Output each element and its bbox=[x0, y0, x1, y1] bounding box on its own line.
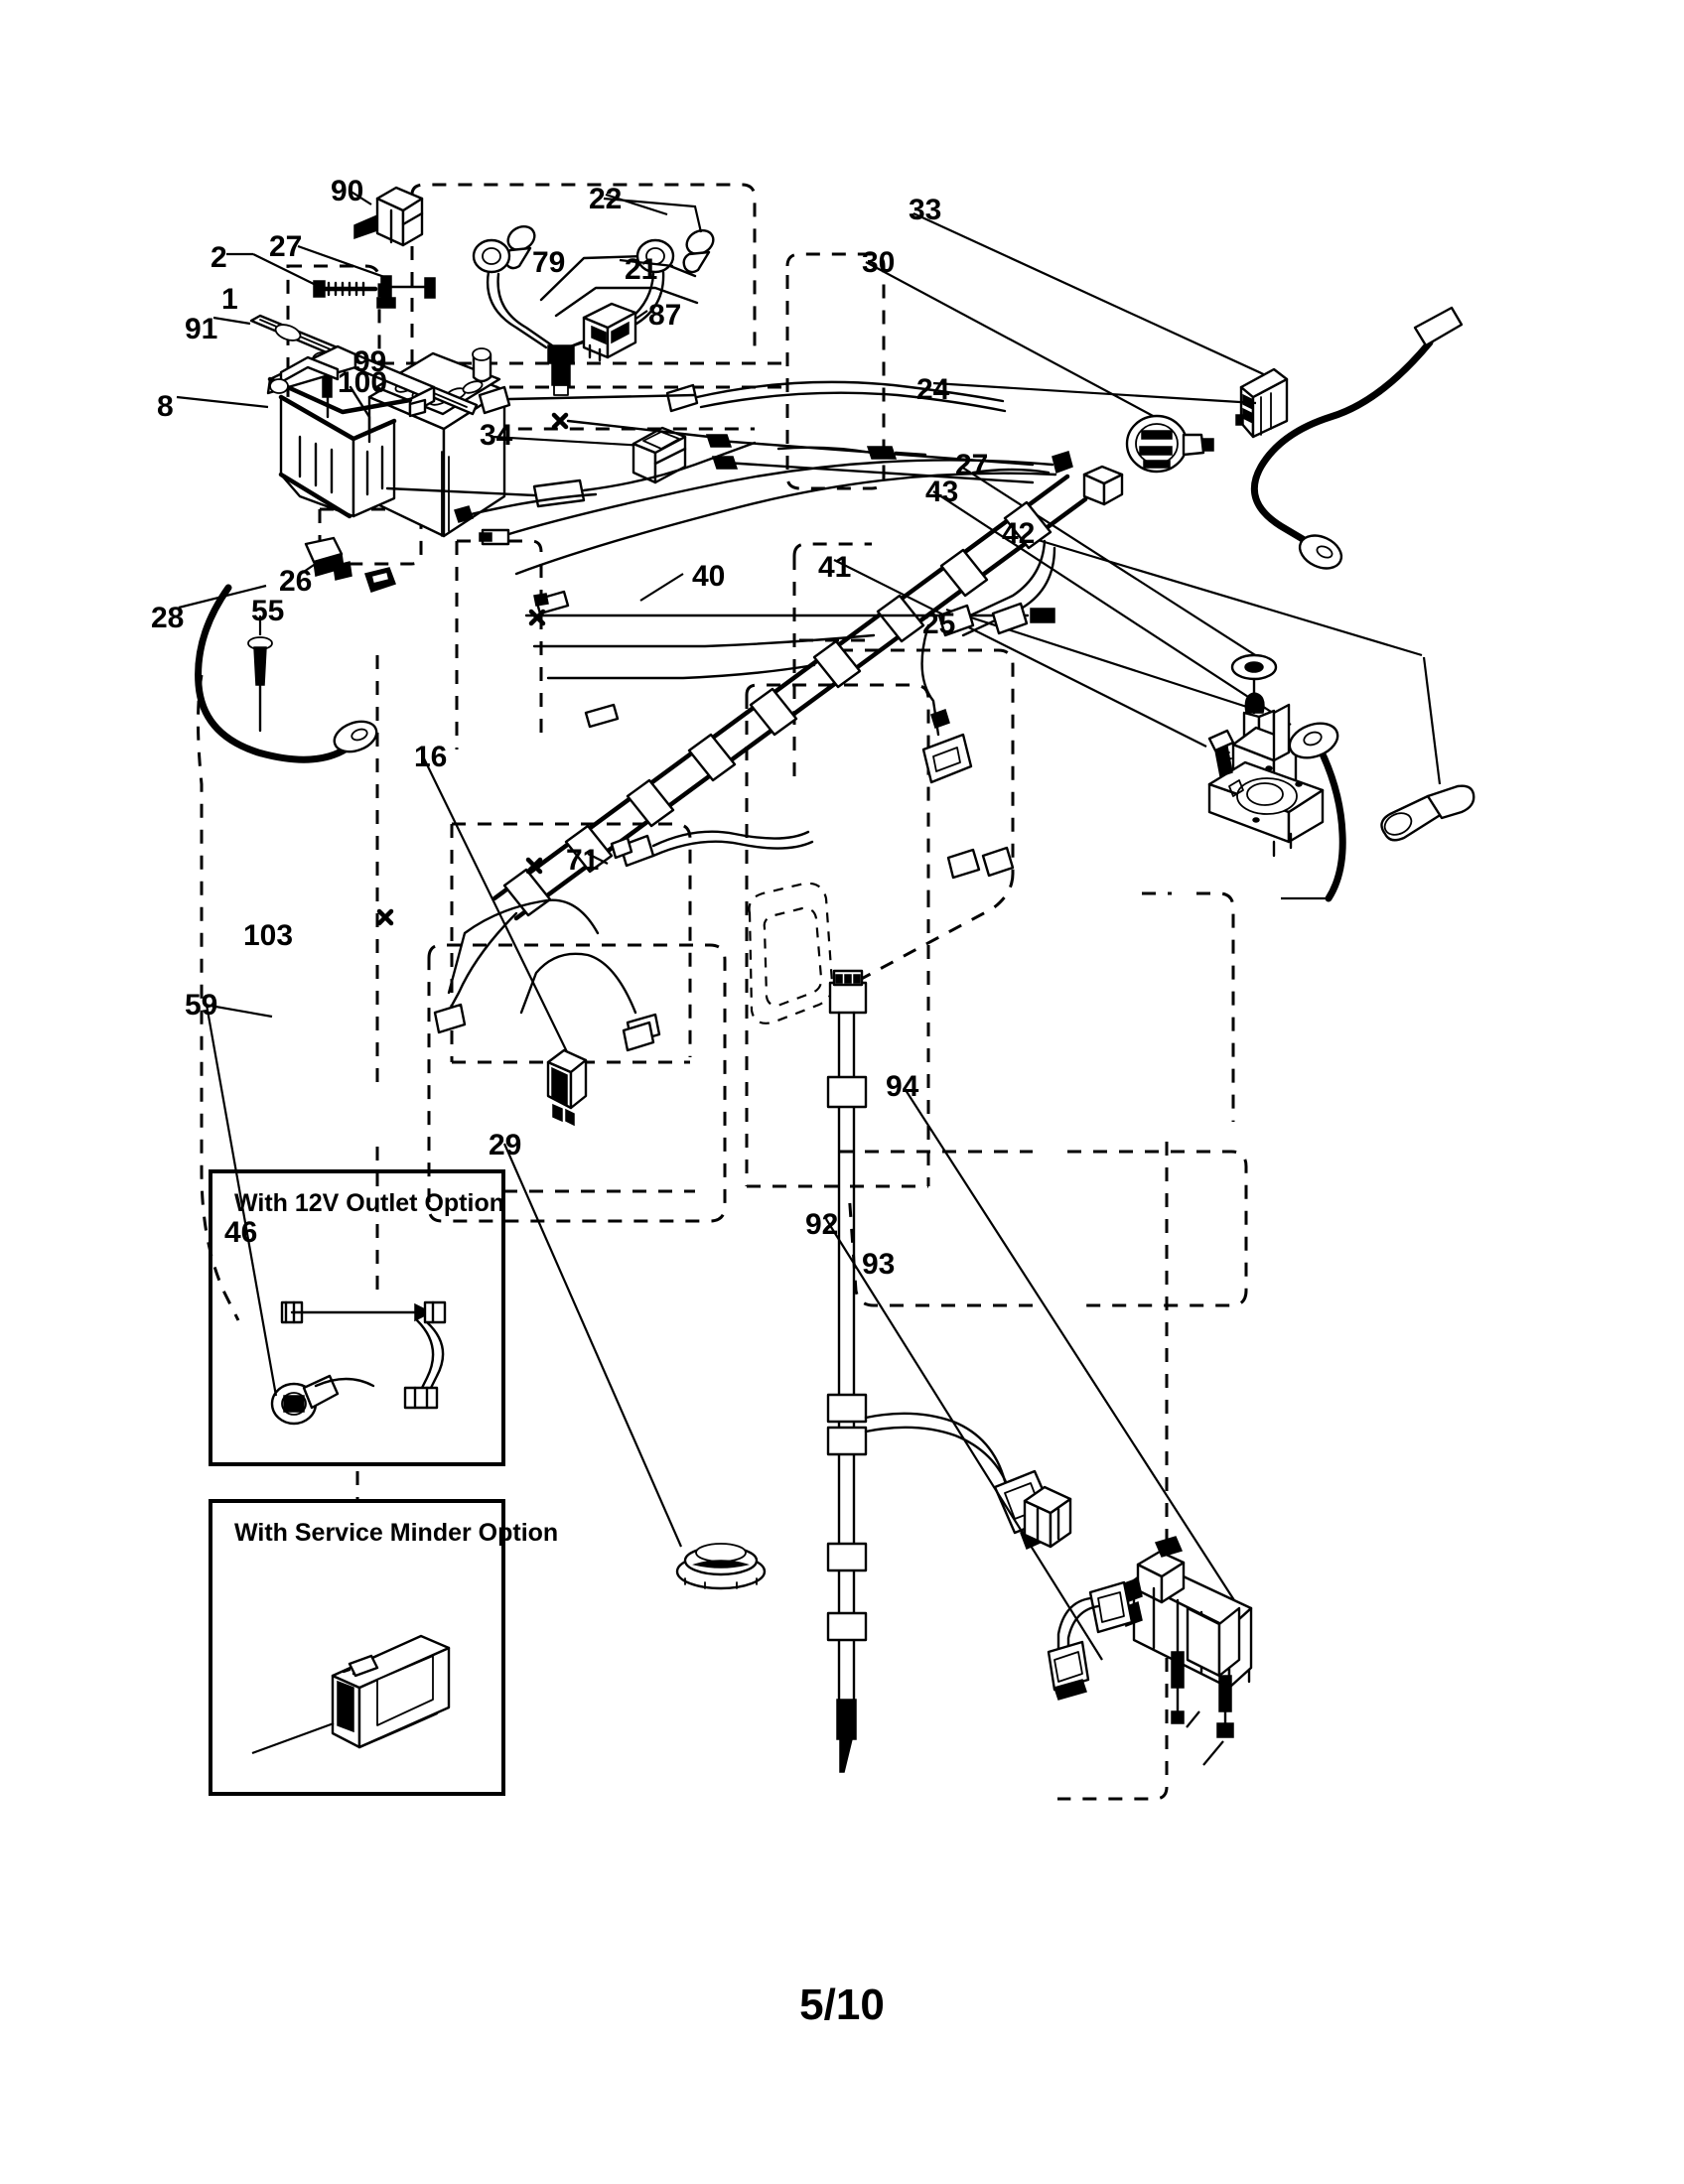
callout-29: 29 bbox=[489, 1129, 522, 1161]
callout-26: 26 bbox=[279, 565, 313, 598]
callout-43: 43 bbox=[925, 476, 959, 508]
headlight-harness-part-79 bbox=[472, 193, 715, 396]
callout-28: 28 bbox=[151, 602, 185, 634]
callout-34: 34 bbox=[480, 419, 513, 452]
callout-2: 2 bbox=[210, 241, 227, 274]
callout-1: 1 bbox=[221, 283, 238, 316]
battery-box-part-8 bbox=[176, 344, 436, 519]
solenoid-part-90 bbox=[349, 186, 424, 247]
main-wiring-harness-part-40 bbox=[376, 451, 1088, 1052]
fuse-holder-part-33 bbox=[912, 212, 1289, 439]
callout-40: 40 bbox=[692, 560, 726, 593]
wire-harness-part-71 bbox=[587, 853, 1056, 1773]
dashed-region-seat-area bbox=[450, 822, 692, 1064]
screw-part-55 bbox=[247, 615, 273, 733]
dashed-region-fender bbox=[197, 655, 379, 1321]
switch-part-87 bbox=[582, 302, 648, 362]
callout-71: 71 bbox=[566, 844, 600, 877]
callout-27-battery: 27 bbox=[269, 230, 303, 263]
horn-part-29 bbox=[502, 1143, 767, 1590]
connector-block-left-of-module bbox=[1023, 1485, 1072, 1549]
callout-30: 30 bbox=[862, 246, 896, 279]
inset-title-service-minder: With Service Minder Option bbox=[234, 1519, 559, 1547]
terminal-boot-part-42 bbox=[1014, 531, 1475, 842]
callout-27-bracket: 27 bbox=[955, 449, 989, 481]
callout-41: 41 bbox=[818, 551, 852, 584]
switch-part-16 bbox=[422, 755, 588, 1127]
callout-59: 59 bbox=[185, 989, 218, 1022]
page-number: 5/10 bbox=[799, 1980, 885, 2029]
callout-90: 90 bbox=[331, 175, 364, 207]
callout-99: 99 bbox=[353, 345, 387, 378]
dashed-region-ignition bbox=[785, 252, 886, 490]
bracket-assembly-part-43 bbox=[932, 466, 1325, 858]
screw-part-41 bbox=[833, 559, 1235, 777]
clip-part-26 bbox=[297, 536, 352, 581]
battery-cable-part-24 bbox=[932, 306, 1464, 570]
relay-part-34 bbox=[491, 426, 687, 484]
dashed-region-console bbox=[1142, 891, 1235, 1122]
callout-16: 16 bbox=[414, 741, 448, 773]
callout-55: 55 bbox=[251, 595, 285, 627]
battery-bolt-part-2 bbox=[226, 252, 378, 298]
callout-92: 92 bbox=[805, 1208, 839, 1241]
dashed-region-footwell bbox=[427, 943, 727, 1223]
callout-100: 100 bbox=[338, 366, 388, 399]
callout-24: 24 bbox=[916, 373, 950, 406]
clip-secondary bbox=[364, 567, 396, 593]
dashed-region-right-body bbox=[745, 683, 930, 1188]
callout-91: 91 bbox=[185, 313, 218, 345]
dashed-region-pedal bbox=[748, 882, 834, 1024]
ground-cable-part-28 bbox=[178, 584, 378, 763]
callout-21: 21 bbox=[625, 253, 658, 286]
dashed-region-upper-band bbox=[380, 361, 789, 389]
callout-25: 25 bbox=[922, 608, 956, 640]
harness-x-marks bbox=[376, 609, 546, 926]
callout-93: 93 bbox=[862, 1248, 896, 1281]
callout-79: 79 bbox=[532, 246, 566, 279]
inset-title-12v-outlet: With 12V Outlet Option bbox=[234, 1189, 504, 1217]
dashed-region-far-right bbox=[1057, 1142, 1169, 1801]
ignition-switch-part-30 bbox=[865, 261, 1214, 474]
callout-87: 87 bbox=[648, 299, 682, 332]
battery-nut-part-27a bbox=[297, 244, 436, 309]
dashed-region-left-bracket bbox=[318, 507, 423, 566]
dashed-region-right-deck bbox=[839, 648, 1015, 985]
battery-cable-part-25 bbox=[945, 608, 1346, 902]
inset-box-12v-outlet bbox=[204, 1003, 695, 1466]
dashed-region-right-lower bbox=[839, 1150, 1248, 1307]
callout-94: 94 bbox=[886, 1070, 919, 1103]
harness-sleeves bbox=[502, 500, 1052, 917]
callout-33: 33 bbox=[909, 194, 942, 226]
terminal-leads-group bbox=[385, 380, 1051, 523]
dashed-region-center-left bbox=[455, 539, 543, 750]
callout-46: 46 bbox=[224, 1216, 258, 1249]
connector-block-upper bbox=[1082, 465, 1124, 506]
control-module-part-94 bbox=[905, 1089, 1253, 1766]
inset-box-service-minder bbox=[209, 1471, 505, 1796]
jumper-harness-part-92 bbox=[825, 1218, 1134, 1701]
callout-8: 8 bbox=[157, 390, 174, 423]
callout-103: 103 bbox=[243, 919, 294, 952]
callout-42: 42 bbox=[1002, 517, 1036, 550]
callout-22: 22 bbox=[589, 183, 623, 215]
